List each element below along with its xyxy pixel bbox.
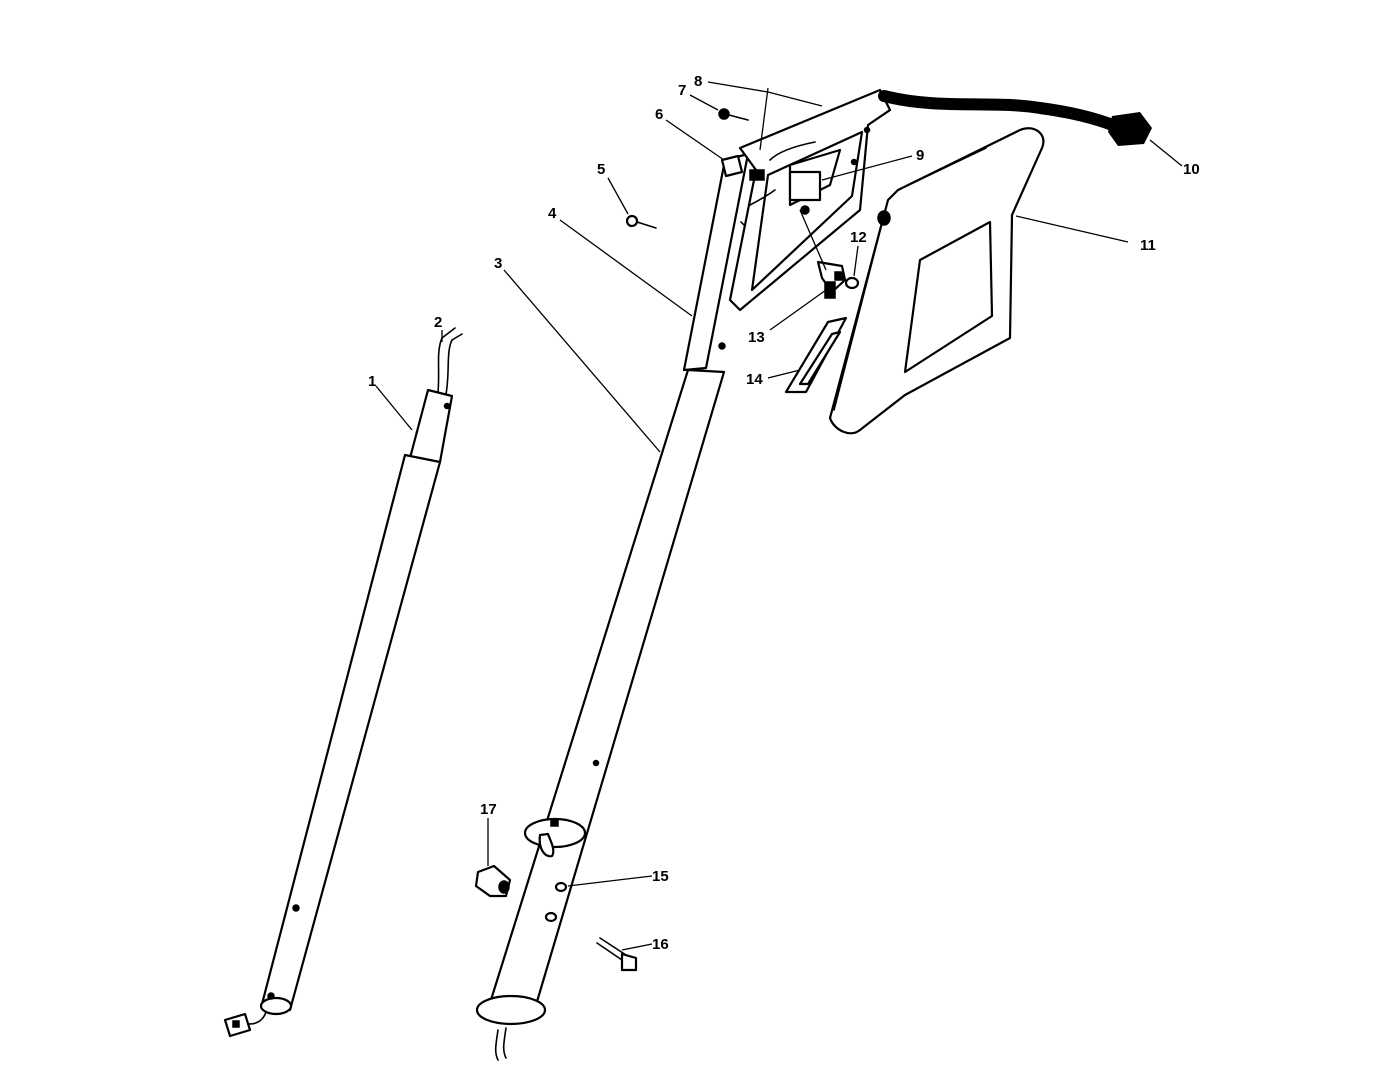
part-11-grip-frame bbox=[828, 127, 1045, 435]
part-10-power-cord bbox=[878, 90, 1152, 146]
callout-1: 1 bbox=[368, 373, 376, 390]
callout-3: 3 bbox=[494, 255, 502, 272]
part-3-main-handle-tube bbox=[475, 342, 726, 1061]
part-13-switch-lever bbox=[816, 260, 847, 299]
callout-10: 10 bbox=[1183, 161, 1200, 178]
part-5-screw bbox=[625, 214, 657, 229]
leader-lines bbox=[375, 81, 1183, 951]
callout-16: 16 bbox=[652, 936, 669, 953]
callout-2: 2 bbox=[434, 314, 442, 331]
part-9-switch-housing bbox=[728, 88, 892, 312]
callout-17: 17 bbox=[480, 801, 497, 818]
part-12-ring bbox=[844, 276, 860, 290]
part-1-lower-handle-tube bbox=[223, 327, 463, 1038]
callout-9: 9 bbox=[916, 147, 924, 164]
callout-8: 8 bbox=[694, 73, 702, 90]
callout-4: 4 bbox=[548, 205, 557, 222]
callout-11: 11 bbox=[1140, 237, 1156, 254]
part-7-screw bbox=[718, 108, 749, 121]
callout-13: 13 bbox=[748, 329, 765, 346]
callout-15: 15 bbox=[652, 868, 669, 885]
part-16-bolt bbox=[596, 937, 638, 972]
callout-12: 12 bbox=[850, 229, 867, 246]
callout-5: 5 bbox=[597, 161, 605, 178]
part-6-nut bbox=[720, 154, 744, 178]
part-14-switch-cover bbox=[784, 316, 848, 394]
callout-6: 6 bbox=[655, 106, 663, 123]
callout-14: 14 bbox=[746, 371, 763, 388]
part-17-knob bbox=[474, 864, 512, 898]
callout-7: 7 bbox=[678, 82, 686, 99]
